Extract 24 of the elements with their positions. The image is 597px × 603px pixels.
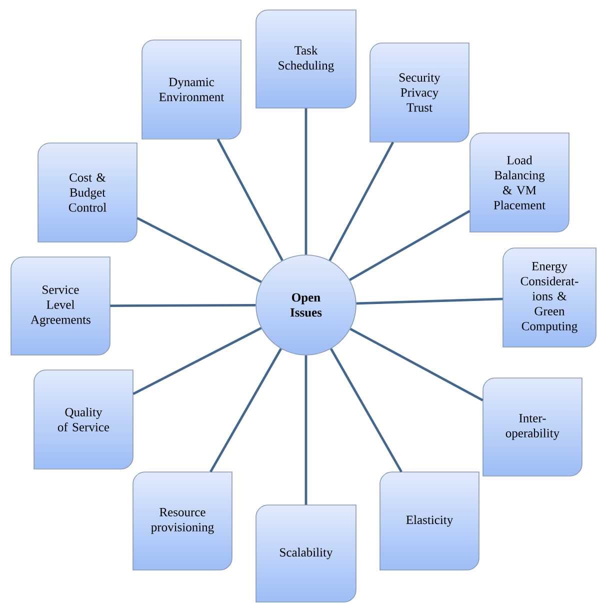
- connector-line: [210, 348, 282, 472]
- topic-box: Inter- operability: [482, 378, 582, 476]
- topic-box: Energy Considerat- ions & Green Computing: [502, 248, 596, 348]
- connector-line: [132, 327, 262, 396]
- topic-box: Load Balancing & VM Placement: [470, 132, 570, 232]
- connector-line: [350, 328, 484, 402]
- connector-line: [356, 298, 503, 305]
- connector-line: [330, 348, 402, 472]
- topic-box: Security Privacy Trust: [370, 42, 470, 142]
- topic-box: Quality of Service: [34, 370, 134, 470]
- connector-line: [304, 355, 308, 505]
- connector-line: [110, 304, 256, 307]
- topic-box: Task Scheduling: [256, 10, 356, 108]
- connector-line: [349, 210, 470, 281]
- topic-box: Cost & Budget Control: [38, 142, 138, 242]
- topic-box: Resource provisioning: [132, 472, 232, 570]
- connector-line: [328, 142, 394, 262]
- connector-line: [216, 138, 284, 262]
- topic-box: Scalability: [256, 504, 356, 602]
- topic-box: Dynamic Environment: [142, 40, 242, 140]
- topic-box: Elasticity: [380, 472, 480, 570]
- connector-line: [136, 216, 262, 283]
- connector-line: [304, 108, 308, 255]
- topic-box: Service Level Agreements: [10, 256, 110, 356]
